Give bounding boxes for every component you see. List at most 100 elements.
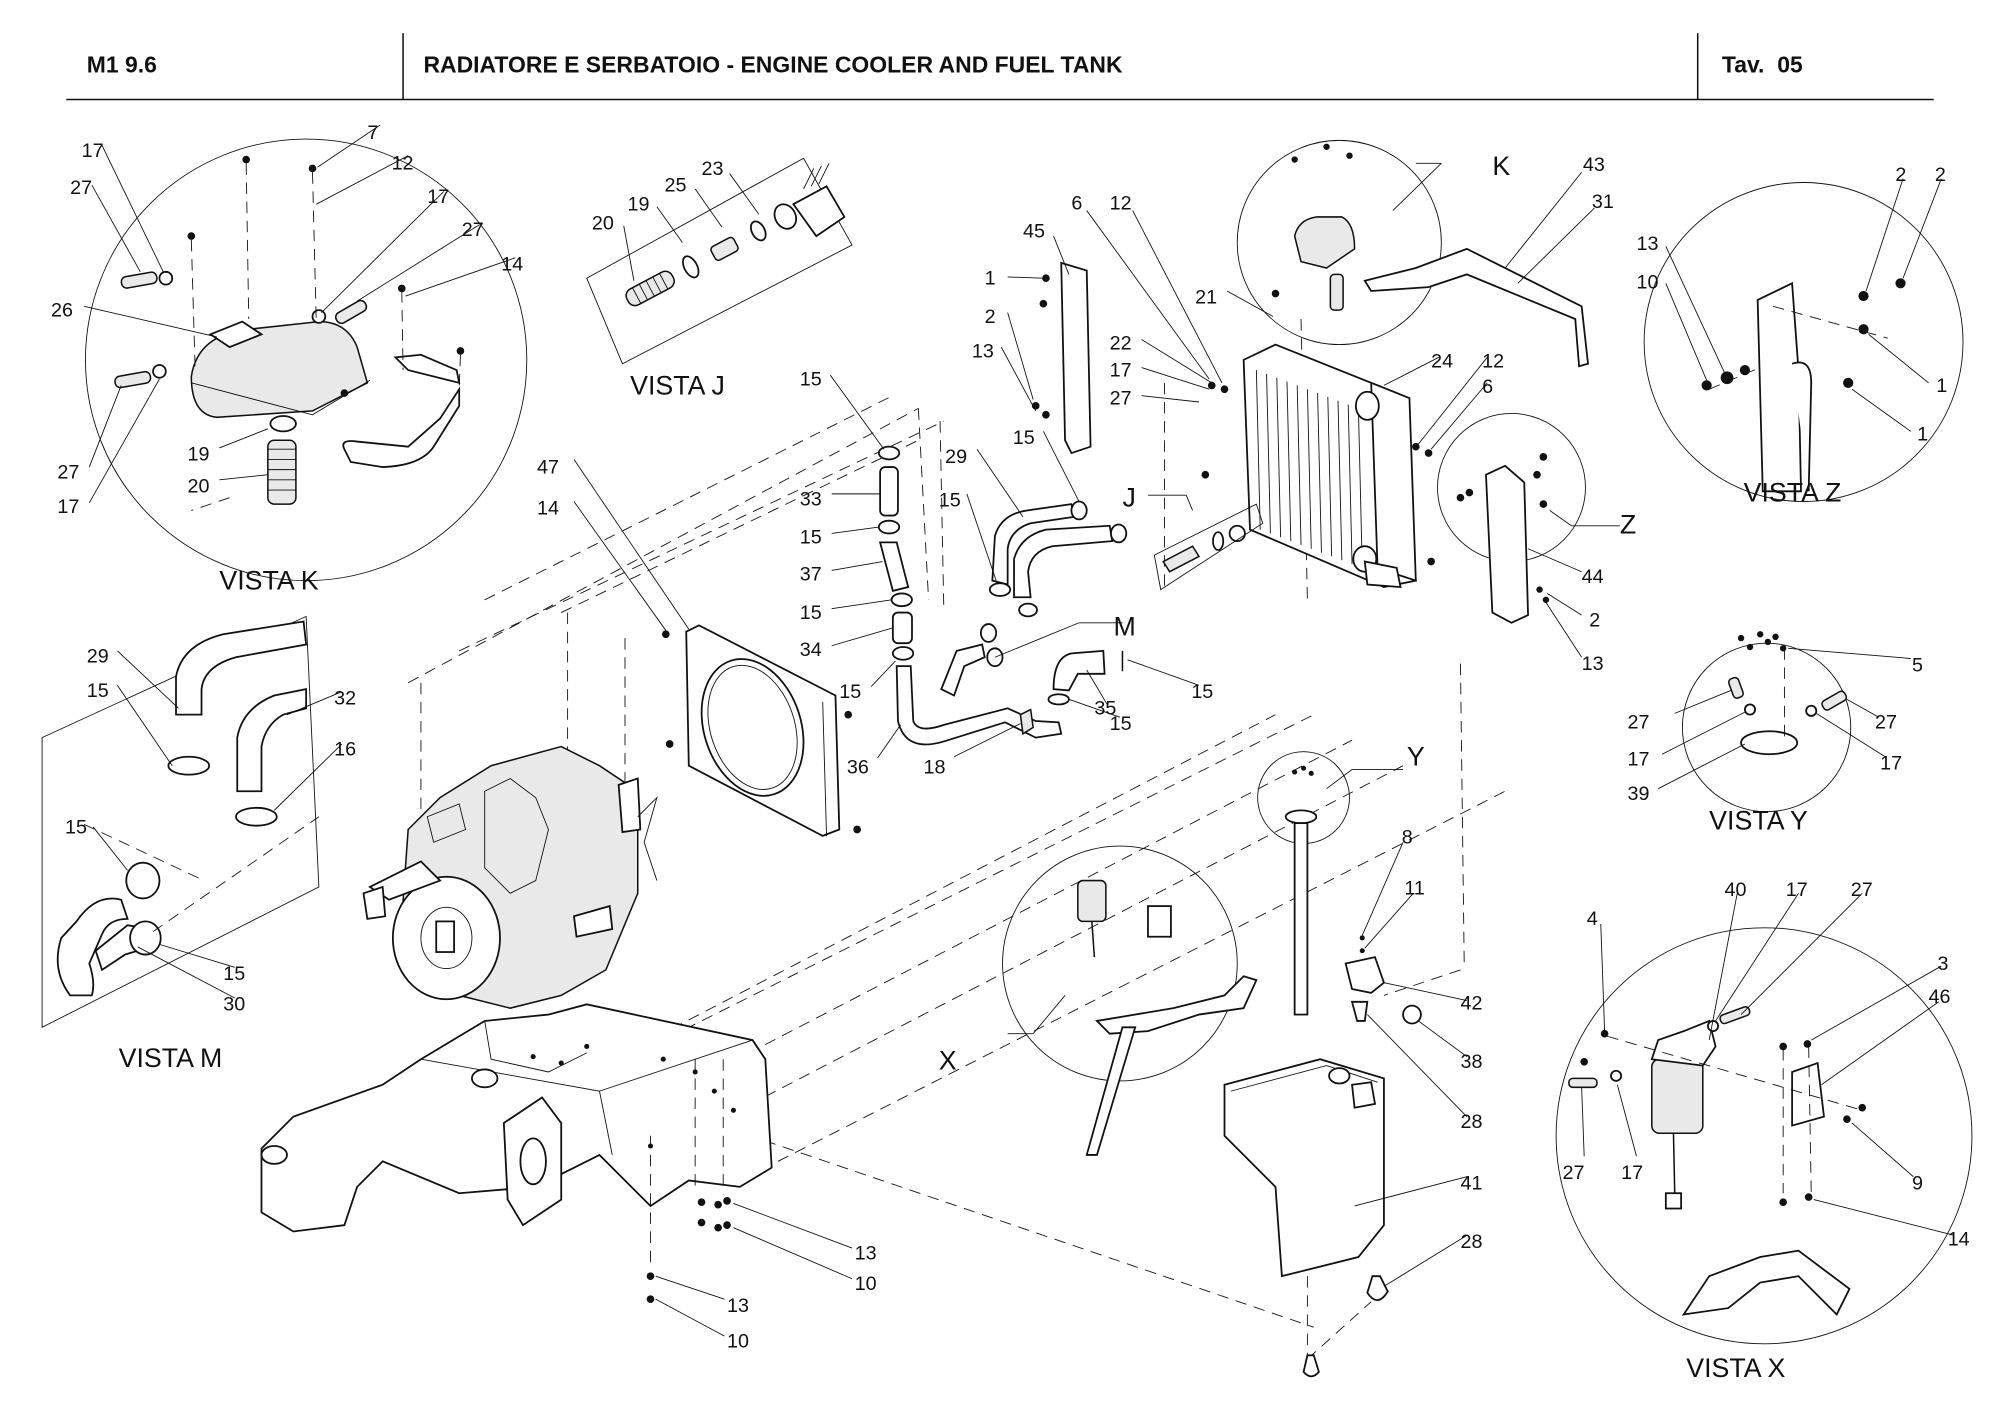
callout: 15 [1191, 681, 1213, 703]
callout: 27 [70, 177, 92, 199]
callout: 38 [1460, 1051, 1482, 1073]
detail-circle-k [1236, 139, 1442, 346]
clamp-18 [1019, 708, 1034, 736]
callout: 12 [392, 153, 414, 175]
vertical-hose-stack [877, 445, 1063, 746]
callout: 10 [855, 1273, 877, 1295]
callout: 18 [923, 756, 945, 778]
clamp [269, 415, 297, 433]
hose-33 [879, 466, 899, 517]
callout: 30 [223, 994, 245, 1016]
callout: 12 [1110, 192, 1132, 214]
callout: 43 [1583, 154, 1605, 176]
vista-z-circle [1643, 182, 1964, 502]
callout: 14 [537, 497, 559, 519]
callout: 40 [1724, 879, 1746, 901]
vista-k-detail: 17 27 7 12 17 27 14 26 19 20 27 17 VISTA… [51, 122, 528, 596]
callout: 33 [800, 488, 822, 510]
detail-marker-y: Y [1407, 742, 1425, 772]
page-title: RADIATORE E SERBATOIO - ENGINE COOLER AN… [423, 52, 1122, 78]
callout: 15 [839, 681, 861, 703]
bracket-44 [1485, 464, 1529, 624]
callout: 17 [1786, 879, 1808, 901]
callout: 1 [1917, 423, 1928, 445]
detail-marker-k: K [1492, 151, 1510, 181]
callout: 47 [537, 456, 559, 478]
callout: 26 [51, 299, 73, 321]
tank-bracket [342, 386, 461, 468]
callout: 11 [1404, 878, 1425, 900]
vista-m-title: VISTA M [119, 1043, 223, 1073]
hose-piece [120, 271, 158, 289]
fuel-filter [1077, 879, 1107, 923]
callout: 15 [223, 963, 245, 985]
radiator-fins [1255, 370, 1363, 568]
callout: 6 [1071, 192, 1082, 214]
callout: 13 [855, 1243, 877, 1265]
vista-y-detail: 5 27 27 17 17 39 VISTA Y [1628, 631, 1923, 836]
callout: 34 [800, 639, 822, 661]
callout: 14 [501, 254, 523, 276]
callout: 16 [334, 738, 356, 760]
fitting [710, 236, 739, 262]
clamp [125, 861, 161, 900]
vista-m-detail: 29 15 32 16 15 15 30 VISTA M [41, 615, 356, 1073]
fuel-tank-41 [1223, 1058, 1385, 1278]
callout: 15 [800, 602, 822, 624]
callout: 2 [1935, 164, 1946, 186]
callout: 15 [1013, 427, 1035, 449]
callout: 10 [727, 1331, 749, 1353]
filter-head [1650, 1019, 1717, 1067]
callout: 36 [847, 756, 869, 778]
callout: 27 [57, 462, 79, 484]
frame-section [1681, 1249, 1851, 1316]
callout: 44 [1582, 566, 1604, 588]
corrugated-hose [267, 439, 297, 505]
callout: 24 [1431, 351, 1453, 373]
model-code: M1 9.6 [87, 52, 157, 78]
callout: 13 [727, 1295, 749, 1317]
callout: 17 [1628, 749, 1650, 771]
callout: 27 [1628, 712, 1650, 734]
callout: 27 [1110, 388, 1132, 410]
callout: 4 [1587, 908, 1598, 930]
expansion-tank [1293, 216, 1356, 269]
callout: 17 [1621, 1162, 1643, 1184]
radiator-corner [792, 185, 846, 238]
callout: 17 [57, 496, 79, 518]
support-bracket [1095, 975, 1258, 1035]
corrugated-hose [1162, 545, 1201, 573]
callout: 29 [945, 446, 967, 468]
table-number: Tav. 05 [1722, 52, 1803, 78]
detail-x-group: X [939, 845, 1258, 1156]
callout: 15 [939, 490, 961, 512]
hose-36 [895, 665, 1063, 746]
vista-z-detail: 2 2 13 10 1 1 VISTA Z [1636, 164, 1964, 508]
vista-j-frame [586, 157, 853, 365]
bracket-43 [1363, 247, 1589, 368]
callout: 20 [592, 213, 614, 235]
callout: 46 [1929, 986, 1951, 1008]
hose-29 [175, 620, 308, 716]
clamp [129, 920, 162, 956]
callout: 29 [87, 645, 109, 667]
callout: 27 [1875, 712, 1897, 734]
callout: 27 [1563, 1162, 1585, 1184]
hose-32 [236, 688, 308, 793]
coolant-hoses: 15 33 15 37 15 34 15 36 18 29 15 15 35 1… [800, 368, 1214, 778]
clamp [167, 755, 211, 776]
vista-y-title: VISTA Y [1709, 806, 1808, 836]
fitting-34 [891, 611, 913, 645]
callout: 14 [1948, 1229, 1970, 1251]
fan-shroud: 47 14 [537, 456, 861, 837]
vista-j-detail: 20 19 25 23 VISTA J [586, 157, 853, 400]
callout: 1 [985, 268, 996, 290]
engine [362, 745, 658, 1009]
callout: 13 [972, 340, 994, 362]
callout: 9 [1912, 1172, 1923, 1194]
callout: 12 [1482, 351, 1504, 373]
callout: 15 [800, 368, 822, 390]
callout: 10 [1636, 271, 1658, 293]
callout: 45 [1023, 220, 1045, 242]
detail-marker-k-group: K [1236, 139, 1595, 368]
